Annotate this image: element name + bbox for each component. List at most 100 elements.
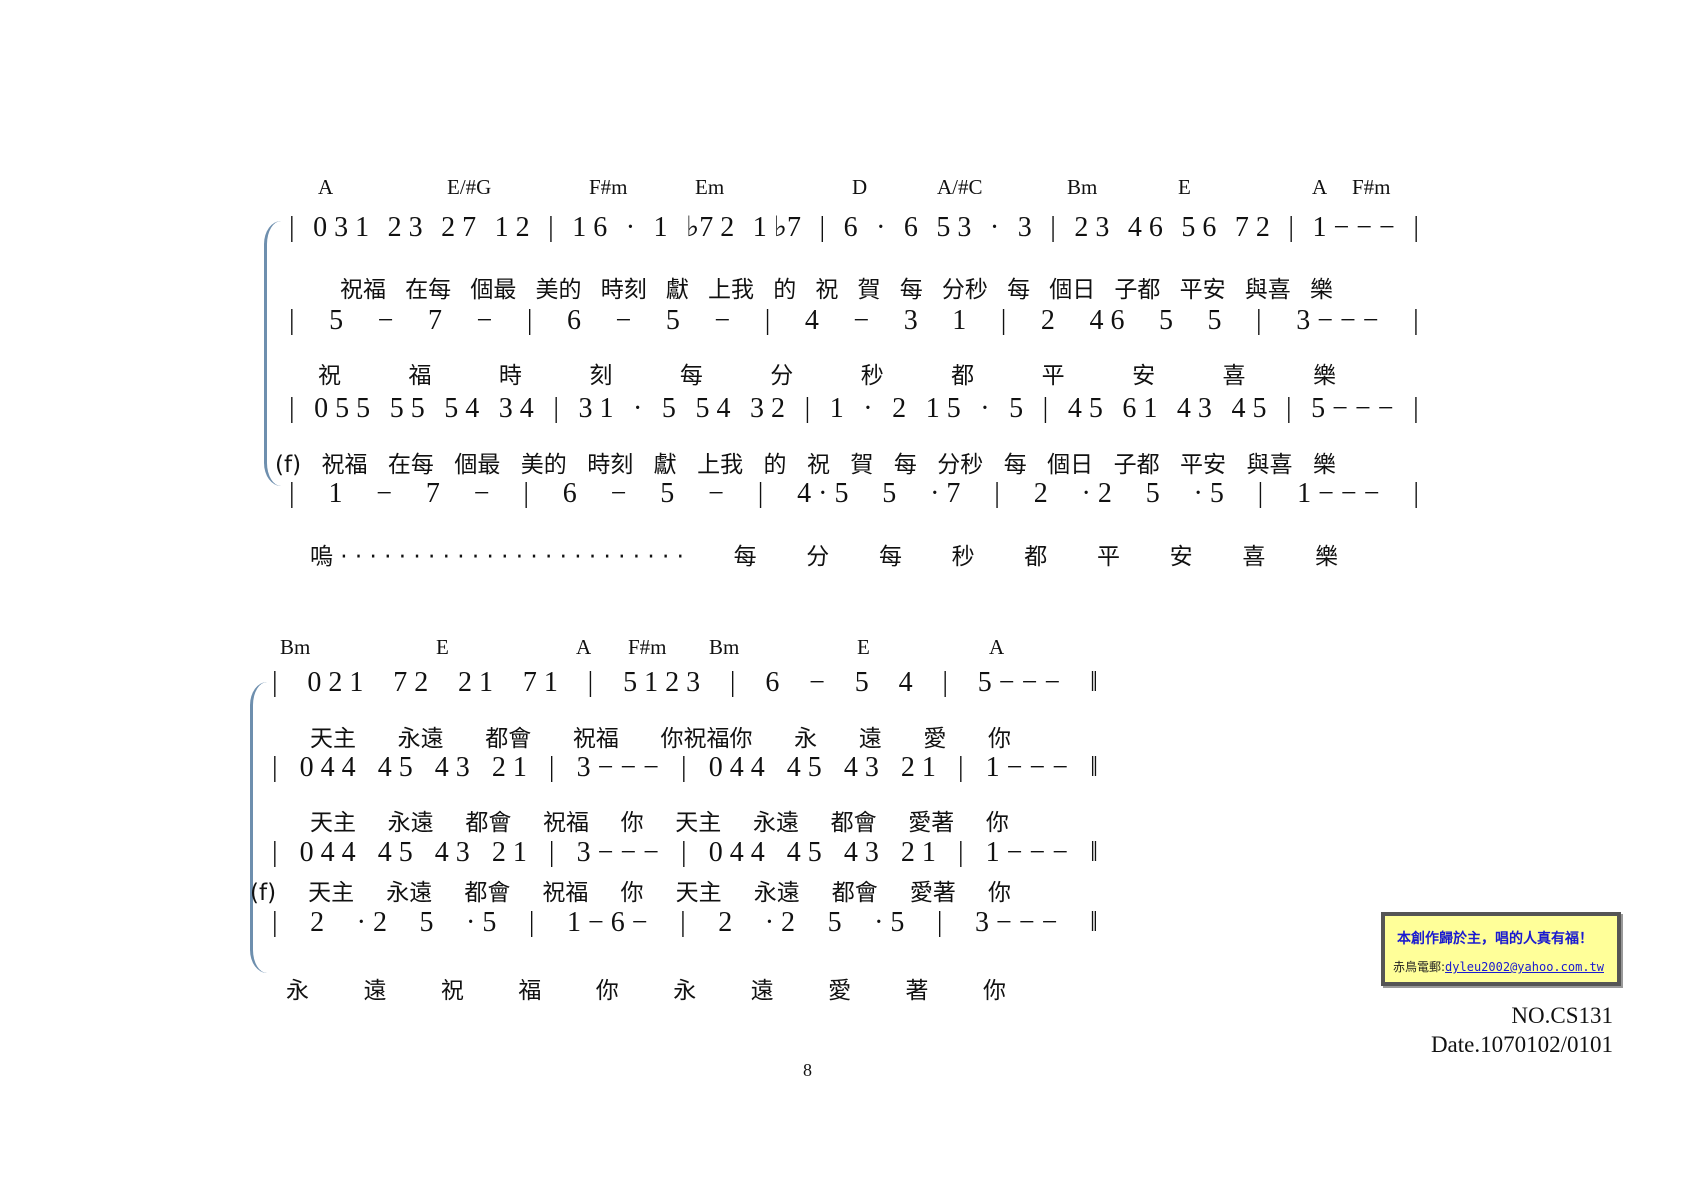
lyric-token: 永遠 [753, 880, 800, 906]
lyric-token: 每 [899, 277, 923, 303]
note-token: ‖ [1089, 907, 1098, 938]
note-token: 5 4 [695, 393, 731, 424]
note-token: | [1413, 212, 1419, 243]
document-number: NO.CS131 [1511, 1003, 1613, 1028]
lyric-token: 祝福 [340, 277, 386, 303]
notice-box: 本創作歸於主，唱的人真有福！ 赤鳥電郵:dyleu2002@yahoo.com.… [1381, 912, 1621, 986]
lyric-token: 美的 [520, 452, 567, 478]
chord-symbol: F#m [1352, 175, 1391, 199]
note-token: | [526, 305, 533, 336]
lyric-token: 秒 [860, 363, 884, 389]
note-token: · 5 [1193, 478, 1224, 509]
chord-symbol: D [852, 175, 868, 199]
document-date: Date.1070102/0101 [1430, 1032, 1613, 1057]
lyrics-line: 天主永遠都會祝福你祝福你永遠愛你 [310, 719, 1011, 753]
lyric-token: 你 [985, 810, 1009, 836]
note-token: 4 5 [377, 837, 413, 868]
note-token: · 5 [874, 907, 905, 938]
note-token: 3 [903, 305, 918, 336]
note-token: | [553, 393, 559, 424]
note-token: 0 2 1 [307, 667, 364, 698]
chord-symbol: E [436, 635, 449, 659]
note-token: 5 6 [1181, 212, 1217, 243]
note-token: − [708, 478, 724, 509]
lyric-token: 天主 [675, 810, 722, 836]
note-token: · 2 [764, 907, 796, 938]
note-token: 2 1 [900, 752, 936, 783]
note-token: | [1286, 393, 1292, 424]
note-token: | [957, 837, 964, 868]
lyric-token: 永遠 [386, 880, 433, 906]
note-token: | [681, 837, 687, 868]
chord-symbol: E [857, 635, 870, 659]
lyric-token: 上我 [708, 277, 755, 303]
note-token: | [729, 667, 736, 698]
lyric-token: 愛著 [909, 880, 956, 906]
lyric-token: 美的 [535, 277, 582, 303]
lyric-token: 每 [893, 452, 917, 478]
lyric-token: 永遠 [397, 726, 444, 752]
note-token: 2 [892, 393, 907, 424]
lyric-token: 上我 [697, 452, 744, 478]
note-token: 5 [419, 907, 434, 938]
note-token: | [757, 478, 764, 509]
note-token: 3 − − − [576, 752, 659, 783]
lyric-token: 祝福 [542, 880, 589, 906]
note-token: · [980, 393, 990, 424]
note-token: 5 5 [389, 393, 425, 424]
note-token: 3 − − − [576, 837, 659, 868]
note-token: | [681, 752, 687, 783]
note-token: 5 [1009, 393, 1024, 424]
lyric-token: 獻 [653, 452, 677, 478]
note-token: 5 4 [444, 393, 480, 424]
note-token: 5 3 [936, 212, 972, 243]
note-token: − [615, 305, 632, 336]
note-token: · 2 [356, 907, 387, 938]
lyric-token: 你 [620, 810, 644, 836]
chord-symbol: Bm [280, 635, 311, 659]
note-token: | [1413, 478, 1419, 509]
note-token: 4 5 [786, 837, 822, 868]
note-token: 3 4 [498, 393, 534, 424]
lyric-token: 樂 [1312, 363, 1336, 389]
note-token: 2 3 [387, 212, 423, 243]
lyric-token: 子都 [1114, 277, 1161, 303]
note-token: 2 1 [458, 667, 494, 698]
note-token: 6 [765, 667, 780, 698]
note-token: 0 4 4 [708, 752, 765, 783]
lyric-token: 遠 [858, 726, 882, 752]
note-token: 1 2 [494, 212, 530, 243]
chord-symbol: Bm [1067, 175, 1098, 199]
note-token: 6 [843, 212, 858, 243]
lyric-token: 樂 [1312, 452, 1336, 478]
lyric-token: 在每 [405, 277, 452, 303]
note-token: 7 2 [393, 667, 429, 698]
note-token: 4 3 [843, 752, 879, 783]
lyric-token: 個最 [470, 277, 517, 303]
note-token: 4 5 [1231, 393, 1267, 424]
lyric-token: 時刻 [600, 277, 647, 303]
note-token: 5 [665, 305, 680, 336]
lyric-token: 永 [673, 978, 697, 1004]
note-token: | [548, 752, 555, 783]
lyric-token: 天主 [310, 726, 356, 752]
email-link[interactable]: dyleu2002@yahoo.com.tw [1445, 960, 1604, 974]
note-token: 3 1 [578, 393, 614, 424]
note-token: − [476, 305, 493, 336]
lyric-token: 遠 [750, 978, 774, 1004]
lyric-token: 分秒 [941, 277, 988, 303]
lyric-token: 你 [982, 978, 1006, 1004]
note-token: | [764, 305, 771, 336]
lyric-token: 獻 [665, 277, 689, 303]
note-token: 4 5 [1067, 393, 1103, 424]
note-token: · 7 [930, 478, 961, 509]
lyric-token: 子都 [1113, 452, 1160, 478]
note-token: 3 − − − [975, 907, 1058, 938]
lyric-token: 都會 [465, 810, 512, 836]
lyric-token: 祝 [318, 363, 341, 389]
lyric-token: 你 [595, 978, 619, 1004]
note-token: 1 [829, 393, 844, 424]
chord-symbol: A [989, 635, 1005, 659]
note-token: 0 5 5 [314, 393, 371, 424]
